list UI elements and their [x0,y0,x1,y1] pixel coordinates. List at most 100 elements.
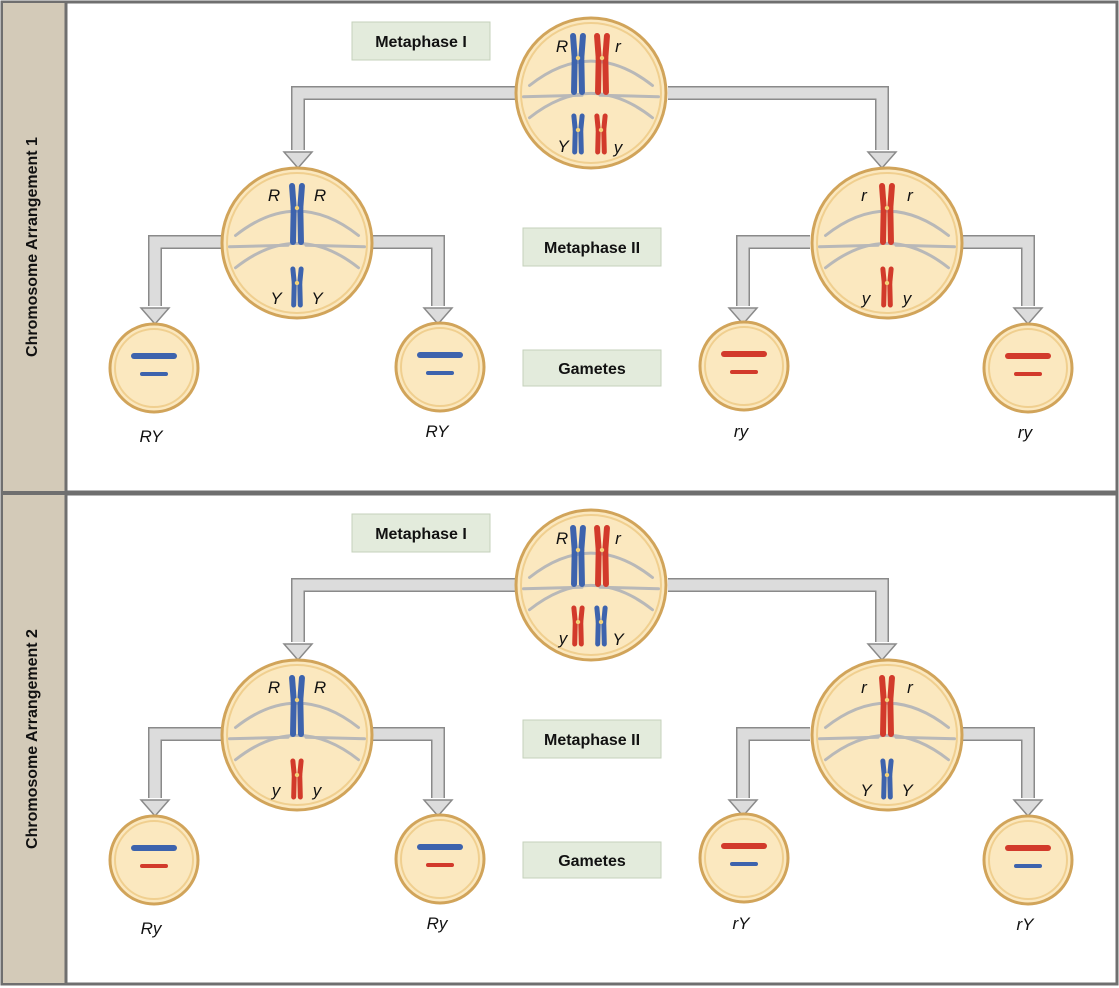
spindle-fiber [528,584,654,612]
allele-label: y [558,629,569,648]
chromatid [880,697,887,737]
metaphase-plate [598,93,660,99]
cell-inner-ring [816,664,958,806]
panel-sidebar [3,3,66,491]
allele-label: R [268,678,280,697]
centromere [575,547,581,553]
chromosome-small [880,266,894,308]
chromosome-large-2 [594,33,610,95]
chromosome-small [290,758,304,800]
arrow-to-gamete-4 [962,235,1044,326]
arrow-shaft [149,236,222,306]
spindle-fiber [234,242,360,270]
gamete-cell [698,320,790,412]
allele-label: Y [557,137,570,156]
centromere [294,205,300,211]
metaphase-plate [598,585,660,591]
centromere [884,772,890,778]
centromere [575,619,581,625]
cell-inner-ring [114,820,194,900]
label-box-bg [522,349,662,387]
chromatid [595,619,601,647]
chromatid [289,183,297,211]
label-box-bg [351,513,491,553]
arrow-to-gamete-3 [727,235,810,326]
cell-inner-ring [400,327,480,407]
arrow-to-gamete-2 [372,235,454,326]
panel-sidebar [3,495,66,983]
chromatid [290,697,297,737]
spindle-fiber [824,209,950,237]
allele-label: Y [901,781,914,800]
gamete-label: ry [734,422,750,441]
chromosome-large-1 [570,525,586,587]
arrowhead [422,799,454,818]
gamete-label: rY [733,914,752,933]
chromosome-small-2 [594,605,608,647]
gamete-label: rY [1017,915,1036,934]
gamete-label: Ry [427,914,449,933]
arrow-shaft [668,579,888,642]
chromatid [570,525,578,553]
spindle-fiber [234,734,360,762]
spindle-fiber [234,209,360,237]
allele-label: R [268,186,280,205]
gamete-cell [394,813,486,905]
arrowhead [282,151,314,170]
arrow-to-right-metaphase-2 [668,86,898,170]
chromatid [595,127,601,155]
spindle-fiber [824,701,950,729]
centromere [598,127,604,133]
cell-membrane [698,320,790,412]
spindle [228,701,366,762]
gamete-cell [108,814,200,906]
allele-label: R [556,37,568,56]
cell-inner-ring [400,819,480,899]
spindle-fiber [528,551,654,579]
metaphase-plate [818,735,880,741]
arrowhead [139,799,171,818]
arrowhead [727,799,759,818]
arrowhead [866,643,898,662]
chromatid [602,525,610,553]
allele-label: Y [270,289,283,308]
stage-label: Gametes [558,853,626,870]
chromatid [602,33,610,61]
chromatid [297,205,304,245]
chromatid [887,772,893,800]
chromosome-small-1 [571,113,585,155]
allele-label: r [861,186,868,205]
centromere [884,697,890,703]
chromatid [297,675,305,703]
chromosome-small [290,266,304,308]
chromatid [594,525,602,553]
cell-inner-ring [988,820,1068,900]
arrowhead [1012,799,1044,818]
chromosome-large-1 [570,33,586,95]
chromatid [578,33,586,61]
spindle-fiber [528,92,654,120]
gamete-cell [982,322,1074,414]
label-gametes: Gametes [522,841,662,879]
label-metaphase-2: Metaphase II [522,719,662,759]
chromosome-large [289,183,305,245]
gamete-cell [394,321,486,413]
arrowhead [139,307,171,326]
chromosome-small-2 [594,113,608,155]
chromatid [887,697,894,737]
chromosome-large [879,183,895,245]
allele-label: Y [612,630,625,649]
chromatid [601,127,607,155]
metaphase-plate [304,735,366,741]
cell-inner-ring [520,514,662,656]
stage-label: Metaphase I [375,34,467,51]
arrowhead [727,307,759,326]
spindle [522,59,660,120]
arrow-shaft [149,728,222,798]
gamete-label: Ry [141,919,163,938]
allele-label: y [613,138,624,157]
